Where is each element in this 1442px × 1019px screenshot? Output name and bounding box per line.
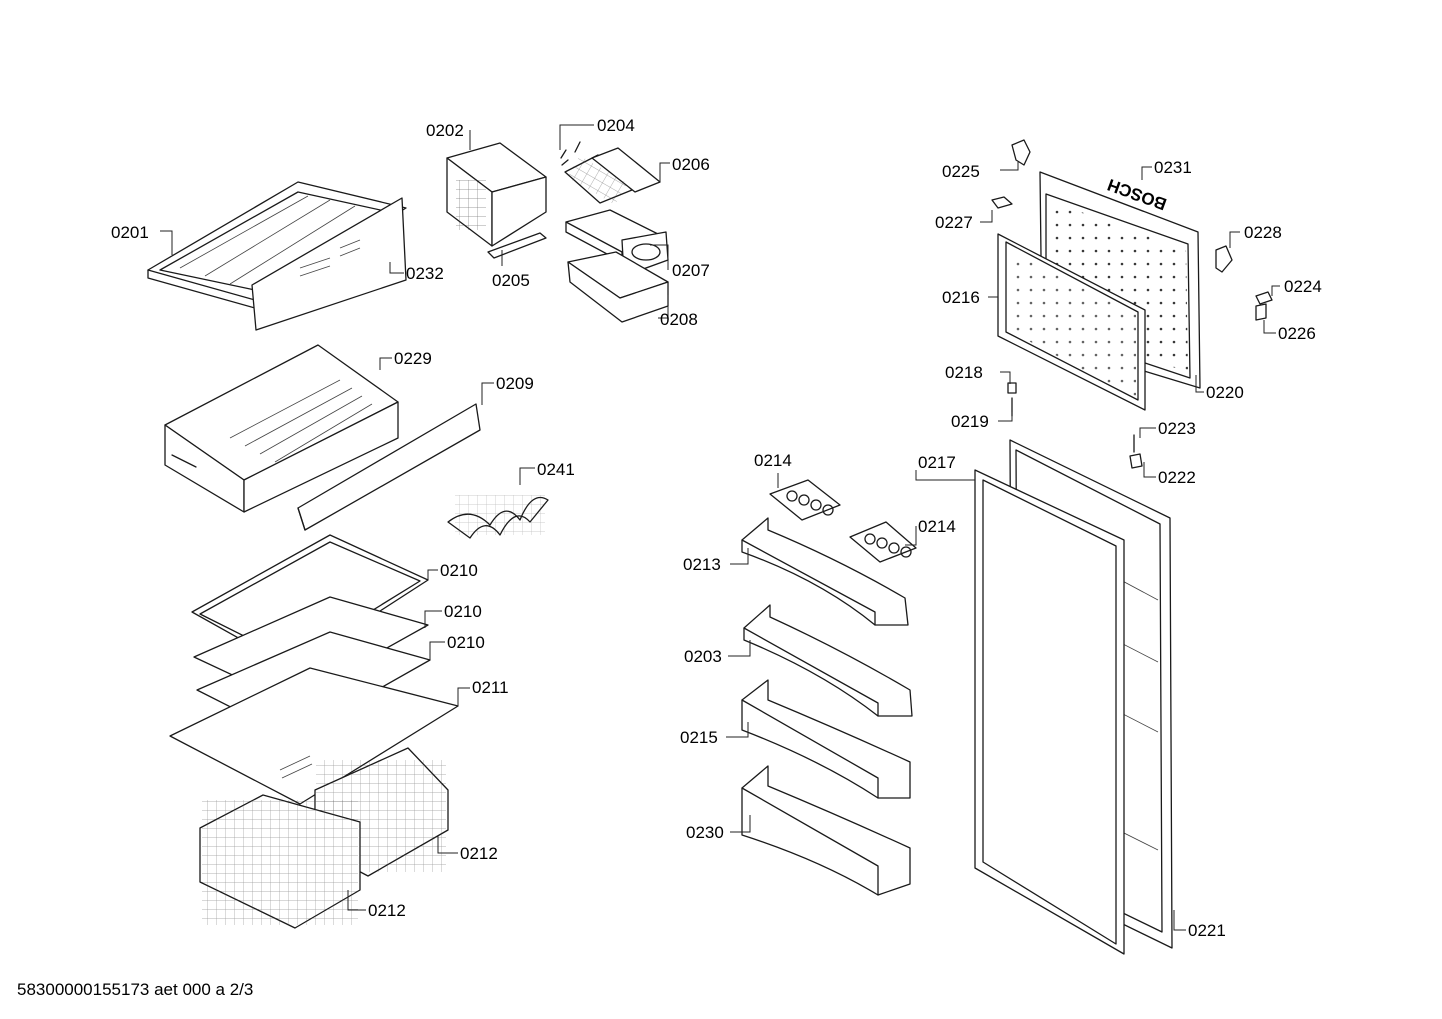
- cap-0224: [1255, 291, 1273, 305]
- label-0232: 0232: [406, 264, 444, 283]
- label-0216: 0216: [942, 288, 980, 307]
- ice-trays-0206: [564, 147, 661, 205]
- door-gasket-0217: [974, 469, 1125, 955]
- pin-0218: [1007, 382, 1017, 394]
- label-0226: 0226: [1278, 324, 1316, 343]
- leader-lines: [160, 124, 1280, 931]
- label-0210-c: 0210: [447, 633, 485, 652]
- egg-tray-0214-a: [769, 479, 841, 521]
- label-0221: 0221: [1188, 921, 1226, 940]
- tray-front-0232: [251, 197, 407, 331]
- label-0202: 0202: [426, 121, 464, 140]
- document-id: 58300000155173 aet 000 a 2/3: [17, 980, 254, 999]
- cap-0226: [1255, 303, 1267, 321]
- label-0223: 0223: [1158, 419, 1196, 438]
- hinge-0228: [1215, 245, 1233, 273]
- label-0225: 0225: [942, 162, 980, 181]
- egg-tray-0214-b: [849, 521, 917, 563]
- label-0220: 0220: [1206, 383, 1244, 402]
- label-0214-b: 0214: [918, 517, 956, 536]
- label-0208: 0208: [660, 310, 698, 329]
- hinge-0225: [1011, 139, 1031, 166]
- label-0219: 0219: [951, 412, 989, 431]
- cap-0227: [991, 196, 1013, 209]
- label-0206: 0206: [672, 155, 710, 174]
- label-0222: 0222: [1158, 468, 1196, 487]
- wire-basket-0212-b: [199, 794, 361, 929]
- label-0210-a: 0210: [440, 561, 478, 580]
- bushing-0222: [1129, 453, 1143, 469]
- crisper-drawer-0229: [164, 344, 399, 513]
- label-0218: 0218: [945, 363, 983, 382]
- label-0212-b: 0212: [368, 901, 406, 920]
- label-0231: 0231: [1154, 158, 1192, 177]
- ice-bin-0208: [567, 251, 669, 323]
- label-0201: 0201: [111, 223, 149, 242]
- door-shelf-0230: [741, 765, 911, 896]
- label-0209: 0209: [496, 374, 534, 393]
- label-0213: 0213: [683, 555, 721, 574]
- door-shelf-0203: [743, 604, 913, 717]
- door-shelf-0213: [741, 517, 909, 626]
- label-0215: 0215: [680, 728, 718, 747]
- label-0228: 0228: [1244, 223, 1282, 242]
- label-0212-a: 0212: [460, 844, 498, 863]
- label-0211: 0211: [472, 678, 509, 697]
- label-0214-a: 0214: [754, 451, 792, 470]
- ice-box-0202: [446, 142, 547, 247]
- label-0230: 0230: [686, 823, 724, 842]
- label-0205: 0205: [492, 271, 530, 290]
- label-0227: 0227: [935, 213, 973, 232]
- label-0217: 0217: [918, 453, 956, 472]
- label-0207: 0207: [672, 261, 710, 280]
- drawer-cover-0209: [297, 403, 481, 531]
- door-gasket-0216: [997, 233, 1146, 411]
- label-0204: 0204: [597, 116, 635, 135]
- label-0241: 0241: [537, 460, 575, 479]
- label-0229: 0229: [394, 349, 432, 368]
- label-0210-b: 0210: [444, 602, 482, 621]
- label-0203: 0203: [684, 647, 722, 666]
- label-0224: 0224: [1284, 277, 1322, 296]
- door-shelf-0215: [741, 679, 911, 799]
- clips-0204: [560, 141, 581, 166]
- part-labels: 0201 0202 0204 0206 0205 0207 0208 0232 …: [111, 116, 1322, 940]
- bottle-rack-0241: [447, 495, 549, 539]
